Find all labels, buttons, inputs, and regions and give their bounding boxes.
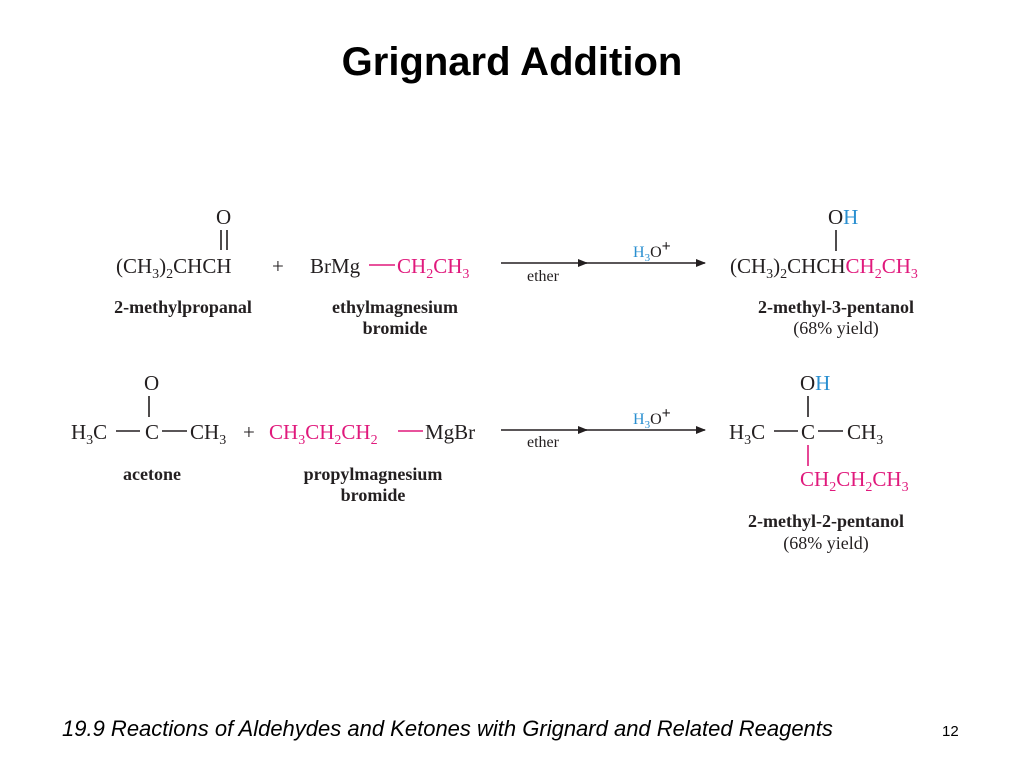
- product-2-methyl-2-pentanol: OH H3C C CH3 CH2CH2CH3 2-methyl-2-pentan…: [729, 371, 909, 554]
- product-formula: (CH3)2CHCHCH2CH3: [730, 254, 918, 282]
- reagent-name-line2: bromide: [341, 485, 406, 505]
- condition-ether: ether: [527, 434, 560, 451]
- reagent-name-line1: ethylmagnesium: [332, 297, 458, 317]
- slide-title: Grignard Addition: [341, 40, 683, 84]
- product-center-carbon: C: [801, 420, 815, 444]
- product-yield: (68% yield): [783, 533, 868, 554]
- carbonyl-oxygen: O: [144, 371, 159, 395]
- carbonyl-carbon: C: [145, 420, 159, 444]
- product-oxygen: OH: [800, 371, 830, 395]
- reactant-name: 2-methylpropanal: [114, 297, 252, 317]
- product-right-methyl: CH3: [847, 420, 883, 448]
- condition-h3o-plus: H3O+: [633, 238, 671, 264]
- reaction-1: O (CH3)2CHCH 2-methylpropanal + BrMg CH2…: [114, 205, 918, 339]
- reagent-name-line2: bromide: [363, 318, 428, 338]
- condition-ether: ether: [527, 268, 560, 285]
- reagent-metal: BrMg: [310, 254, 361, 278]
- reaction-2: O H3C C CH3 acetone + CH3CH2CH2 MgBr pro…: [71, 371, 909, 554]
- reagent-alkyl: CH3CH2CH2: [269, 420, 378, 448]
- reagent-alkyl: CH2CH3: [397, 254, 469, 282]
- reactant-acetone: O H3C C CH3 acetone: [71, 371, 226, 484]
- slide-footer: 19.9 Reactions of Aldehydes and Ketones …: [62, 716, 833, 741]
- page-number: 12: [942, 723, 959, 740]
- reagent-propylmagnesium-bromide: CH3CH2CH2 MgBr propylmagnesium bromide: [269, 420, 475, 505]
- reagent-metal: MgBr: [425, 420, 475, 444]
- product-oxygen: OH: [828, 205, 858, 229]
- carbonyl-oxygen: O: [216, 205, 231, 229]
- product-left-methyl: H3C: [729, 420, 765, 448]
- product-propyl: CH2CH2CH3: [800, 467, 909, 495]
- plus-sign: +: [243, 420, 255, 444]
- product-yield: (68% yield): [793, 318, 878, 339]
- product-name: 2-methyl-3-pentanol: [758, 297, 914, 317]
- reactant-formula: (CH3)2CHCH: [116, 254, 232, 282]
- reagent-ethylmagnesium-bromide: BrMg CH2CH3 ethylmagnesium bromide: [310, 254, 469, 338]
- reactant-name: acetone: [123, 464, 181, 484]
- reaction-scheme: O (CH3)2CHCH 2-methylpropanal + BrMg CH2…: [71, 205, 918, 554]
- right-methyl: CH3: [190, 420, 226, 448]
- plus-sign: +: [272, 254, 284, 278]
- product-name: 2-methyl-2-pentanol: [748, 511, 904, 531]
- reagent-name-line1: propylmagnesium: [304, 464, 443, 484]
- left-methyl: H3C: [71, 420, 107, 448]
- reactant-2-methylpropanal: O (CH3)2CHCH 2-methylpropanal: [114, 205, 252, 317]
- condition-h3o-plus: H3O+: [633, 405, 671, 431]
- product-2-methyl-3-pentanol: OH (CH3)2CHCHCH2CH3 2-methyl-3-pentanol …: [730, 205, 918, 339]
